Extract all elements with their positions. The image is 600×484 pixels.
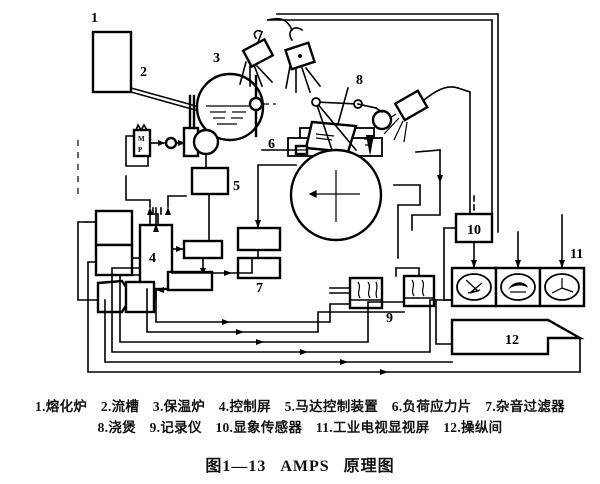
mold-turntable xyxy=(289,148,383,242)
figure-system-name: AMPS xyxy=(280,458,330,475)
legend-item-3: 3.保温炉 xyxy=(152,399,206,414)
molten-metal-level xyxy=(206,105,250,125)
callout-8: 8 xyxy=(356,73,363,88)
cable-harness xyxy=(87,261,581,375)
figure-caption: 图1—13 AMPS 原理图 xyxy=(0,452,600,476)
legend-line-2: 8.浇煲 9.记录仪 10.显象传感器 11.工业电视显视屏 12.操纵间 xyxy=(0,417,600,438)
melting-furnace-unit: 1 xyxy=(91,11,133,94)
launder-channel: 2 xyxy=(130,65,208,114)
legend-item-8: 8.浇煲 xyxy=(97,420,136,435)
callout-2: 2 xyxy=(140,65,147,80)
control-room-unit: 12 xyxy=(435,299,585,356)
image-sensor-camera-left xyxy=(239,29,275,88)
legend-item-2: 2.流槽 xyxy=(100,399,140,414)
pour-stream xyxy=(364,135,374,156)
legend-item-11: 11.工业电视显视屏 xyxy=(315,420,430,435)
image-sensor-camera-right xyxy=(283,27,322,94)
image-sensor-camera-ladle xyxy=(377,86,471,215)
legend-line-1: 1.熔化炉 2.流槽 3.保温炉 4.控制屏 5.马达控制装置 6.负荷应力片 … xyxy=(0,396,600,417)
pump-mark: P xyxy=(138,146,143,154)
relay-box xyxy=(171,239,224,277)
aux-box-lower xyxy=(124,270,214,314)
image-sensor-box: 10 xyxy=(443,195,494,301)
callout-4: 4 xyxy=(149,251,156,266)
legend-item-10: 10.显象传感器 xyxy=(215,420,303,435)
legend-item-7: 7.杂音过滤器 xyxy=(485,399,565,414)
signal-bus-right xyxy=(267,13,499,233)
legend-item-9: 9.记录仪 xyxy=(149,420,202,435)
sensor-beam-lines-right xyxy=(285,65,322,94)
legend-item-12: 12.操纵间 xyxy=(443,420,503,435)
legend: 1.熔化炉 2.流槽 3.保温炉 4.控制屏 5.马达控制装置 6.负荷应力片 … xyxy=(0,396,600,438)
legend-item-5: 5.马达控制装置 xyxy=(284,399,379,414)
legend-item-1: 1.熔化炉 xyxy=(35,399,88,414)
callout-7: 7 xyxy=(256,281,263,296)
motor-control-unit: 5 xyxy=(190,166,240,244)
legend-item-4: 4.控制屏 xyxy=(218,399,271,414)
sensor-beam-lines-left xyxy=(239,61,274,88)
recorder-unit-left xyxy=(329,276,384,310)
callout-1: 1 xyxy=(91,11,98,26)
figure-number: 图1—13 xyxy=(205,458,267,475)
callout-9: 9 xyxy=(386,311,393,326)
figure-title-suffix: 原理图 xyxy=(343,458,395,475)
tv-monitor-bank: 11 xyxy=(450,214,586,308)
load-cell-unit: 6 xyxy=(261,137,309,156)
amps-schematic-diagram: 1 2 3 xyxy=(77,11,586,375)
callout-10: 10 xyxy=(467,223,481,238)
pouring-ladle-assembly: 8 xyxy=(287,73,393,157)
callout-6: 6 xyxy=(268,137,275,152)
callout-11: 11 xyxy=(570,247,583,262)
legend-item-6: 6.负荷应力片 xyxy=(391,399,472,414)
motor-pump-group: M P xyxy=(125,123,185,167)
callout-3: 3 xyxy=(213,51,220,66)
callout-12: 12 xyxy=(505,333,519,348)
holding-furnace-unit: 3 xyxy=(195,51,276,142)
noise-filter-unit: 7 xyxy=(236,164,297,296)
turntable-crosshair xyxy=(308,170,360,222)
recorder-unit-right: 9 xyxy=(386,267,436,326)
furnace-shell-left xyxy=(77,209,141,314)
motor-mark: M xyxy=(138,135,145,143)
callout-5: 5 xyxy=(233,179,240,194)
valve-actuator xyxy=(182,94,220,169)
bus-drops xyxy=(393,149,493,259)
control-panel-feeds xyxy=(125,175,253,301)
